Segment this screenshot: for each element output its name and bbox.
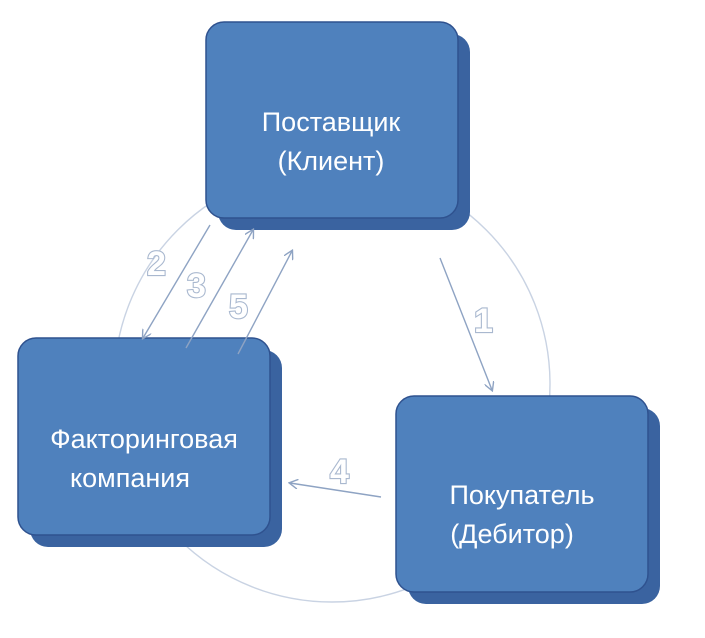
factoring-company-label-line1: Факторинговая <box>50 424 238 454</box>
step-label-3: 3 <box>187 267 206 305</box>
step-label-5: 5 <box>229 288 248 326</box>
supplier-box-front <box>205 21 459 219</box>
step-label-1: 1 <box>474 302 493 340</box>
arrow-step-5 <box>237 251 292 355</box>
supplier-label-line2: (Клиент) <box>278 146 385 176</box>
buyer-label-line1: Покупатель <box>449 480 594 510</box>
arrow-step-2 <box>143 224 211 338</box>
factoring-company-label-line2: компания <box>70 463 190 493</box>
buyer-box-front <box>395 395 649 593</box>
buyer-label-line2: (Дебитор) <box>450 519 574 549</box>
supplier-box: Поставщик (Клиент) <box>205 21 470 230</box>
buyer-box: Покупатель (Дебитор) <box>395 395 660 604</box>
arrow-step-4 <box>290 483 382 498</box>
arrow-step-1 <box>439 257 492 390</box>
factoring-company-box: Факторинговая компания <box>17 337 282 547</box>
supplier-label-line1: Поставщик <box>262 107 401 137</box>
step-label-4: 4 <box>330 453 349 491</box>
arrow-step-3 <box>185 230 253 349</box>
step-label-2: 2 <box>147 245 166 283</box>
